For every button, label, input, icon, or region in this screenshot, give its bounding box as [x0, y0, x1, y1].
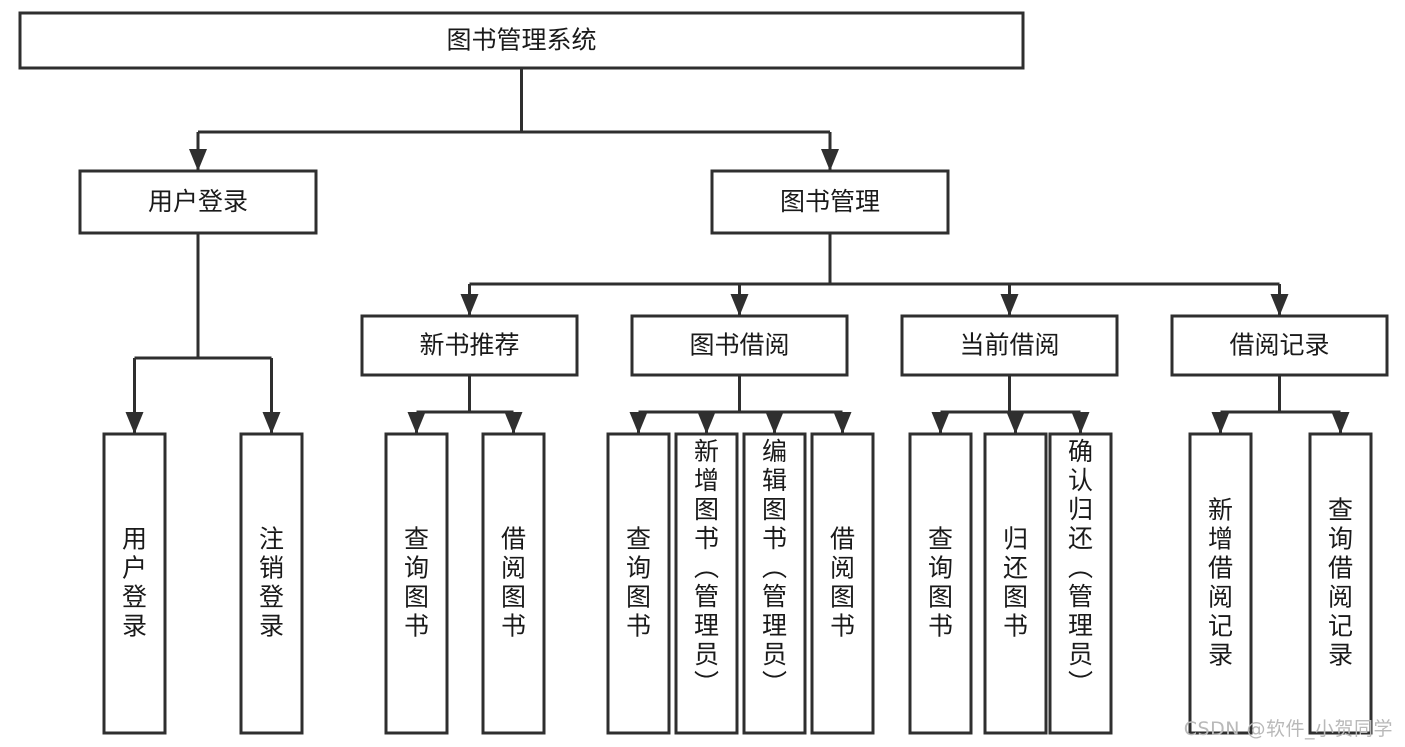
node-user-login[interactable]: 用户登录	[78, 169, 318, 235]
node-label-leaf-query-book-1: 查询图书	[404, 525, 429, 641]
arrow-head-icon	[821, 149, 839, 171]
node-leaf-query-book-2[interactable]: 查询图书	[606, 432, 671, 735]
arrow-head-icon	[407, 412, 426, 434]
node-box-new-book-rec[interactable]	[360, 314, 579, 377]
connector-layer	[125, 68, 1350, 434]
node-box-leaf-query-book-2[interactable]	[606, 432, 671, 735]
node-box-book-manage[interactable]	[710, 169, 950, 235]
node-leaf-edit-book[interactable]: 编辑图书︵管理员︶	[742, 432, 807, 735]
edge-group-book-manage	[460, 233, 1289, 316]
node-label-borrow-record: 借阅记录	[1229, 331, 1329, 360]
node-label-current-borrow: 当前借阅	[959, 331, 1059, 360]
node-label-user-login: 用户登录	[148, 187, 248, 216]
node-box-root[interactable]	[18, 11, 1025, 70]
node-label-leaf-query-record: 查询借阅记录	[1328, 496, 1353, 670]
node-box-book-borrow[interactable]	[630, 314, 849, 377]
node-box-leaf-query-book-1[interactable]	[384, 432, 449, 735]
node-box-leaf-query-record[interactable]	[1308, 432, 1373, 735]
node-box-leaf-edit-book[interactable]	[742, 432, 807, 735]
node-new-book-rec[interactable]: 新书推荐	[360, 314, 579, 377]
arrow-head-icon	[697, 412, 716, 434]
node-leaf-add-record[interactable]: 新增借阅记录	[1188, 432, 1253, 735]
node-label-leaf-add-book: 新增图书︵管理员︶	[694, 437, 719, 698]
node-label-leaf-user-login: 用户登录	[122, 525, 147, 641]
node-label-leaf-return-book: 归还图书	[1003, 525, 1028, 641]
arrow-head-icon	[1006, 412, 1025, 434]
node-box-leaf-query-book-3[interactable]	[908, 432, 973, 735]
node-box-leaf-confirm-return[interactable]	[1048, 432, 1113, 735]
node-label-leaf-borrow-book-2: 借阅图书	[830, 525, 855, 641]
node-book-borrow[interactable]: 图书借阅	[630, 314, 849, 377]
node-label-leaf-confirm-return: 确认归还︵管理员︶	[1068, 437, 1093, 698]
arrow-head-icon	[189, 149, 207, 171]
node-box-leaf-logout[interactable]	[239, 432, 304, 735]
arrow-head-icon	[262, 412, 281, 434]
arrow-head-icon	[460, 294, 479, 316]
node-label-book-borrow: 图书借阅	[689, 331, 789, 360]
node-label-root: 图书管理系统	[446, 26, 596, 55]
node-label-book-manage: 图书管理	[780, 187, 880, 216]
node-leaf-user-login[interactable]: 用户登录	[102, 432, 167, 735]
node-leaf-borrow-book-1[interactable]: 借阅图书	[481, 432, 546, 735]
arrow-head-icon	[125, 412, 144, 434]
node-book-manage[interactable]: 图书管理	[710, 169, 950, 235]
node-leaf-confirm-return[interactable]: 确认归还︵管理员︶	[1048, 432, 1113, 735]
node-root[interactable]: 图书管理系统	[18, 11, 1025, 70]
edge-group-borrow-record	[1211, 375, 1350, 434]
arrow-head-icon	[1270, 294, 1289, 316]
edge-group-new-book-rec	[407, 375, 523, 434]
arrow-head-icon	[629, 412, 648, 434]
node-layer: 图书管理系统用户登录图书管理新书推荐图书借阅当前借阅借阅记录用户登录注销登录查询…	[18, 11, 1389, 735]
node-label-leaf-borrow-book-1: 借阅图书	[501, 525, 526, 641]
node-leaf-logout[interactable]: 注销登录	[239, 432, 304, 735]
node-leaf-borrow-book-2[interactable]: 借阅图书	[810, 432, 875, 735]
node-label-new-book-rec: 新书推荐	[419, 331, 519, 360]
node-label-leaf-query-book-2: 查询图书	[626, 525, 651, 641]
edge-group-book-borrow	[629, 375, 852, 434]
node-leaf-query-book-3[interactable]: 查询图书	[908, 432, 973, 735]
node-box-leaf-borrow-book-1[interactable]	[481, 432, 546, 735]
edge-group-user-login	[125, 233, 281, 434]
arrow-head-icon	[1211, 412, 1230, 434]
node-box-current-borrow[interactable]	[900, 314, 1119, 377]
node-box-leaf-borrow-book-2[interactable]	[810, 432, 875, 735]
arrow-head-icon	[504, 412, 523, 434]
node-current-borrow[interactable]: 当前借阅	[900, 314, 1119, 377]
node-label-leaf-edit-book: 编辑图书︵管理员︶	[762, 437, 787, 698]
arrow-head-icon	[1331, 412, 1350, 434]
node-box-leaf-add-record[interactable]	[1188, 432, 1253, 735]
node-leaf-query-book-1[interactable]: 查询图书	[384, 432, 449, 735]
node-box-user-login[interactable]	[78, 169, 318, 235]
arrow-head-icon	[1000, 294, 1019, 316]
node-label-leaf-add-record: 新增借阅记录	[1208, 496, 1233, 670]
arrow-head-icon	[1071, 412, 1090, 434]
node-label-leaf-logout: 注销登录	[259, 525, 284, 641]
arrow-head-icon	[730, 294, 749, 316]
node-leaf-add-book[interactable]: 新增图书︵管理员︶	[674, 432, 739, 735]
node-box-leaf-add-book[interactable]	[674, 432, 739, 735]
arrow-head-icon	[833, 412, 852, 434]
node-leaf-query-record[interactable]: 查询借阅记录	[1308, 432, 1373, 735]
node-leaf-return-book[interactable]: 归还图书	[983, 432, 1048, 735]
arrow-head-icon	[931, 412, 950, 434]
node-borrow-record[interactable]: 借阅记录	[1170, 314, 1389, 377]
arrow-head-icon	[765, 412, 784, 434]
node-box-leaf-user-login[interactable]	[102, 432, 167, 735]
node-box-leaf-return-book[interactable]	[983, 432, 1048, 735]
node-label-leaf-query-book-3: 查询图书	[928, 525, 953, 641]
node-box-borrow-record[interactable]	[1170, 314, 1389, 377]
edge-group-root	[189, 68, 839, 171]
edge-group-current-borrow	[931, 375, 1090, 434]
